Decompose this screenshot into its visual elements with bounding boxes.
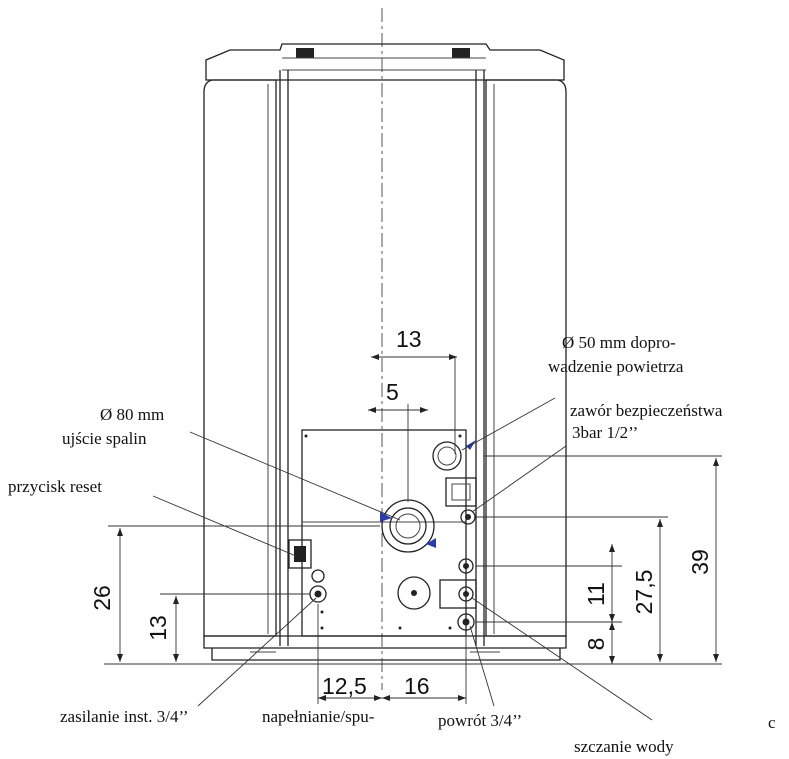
- return-label: powrót 3/4’’: [438, 711, 522, 730]
- supply-connectors: [309, 569, 327, 603]
- dimension-flue-5: [368, 404, 428, 502]
- dim-5: 5: [386, 379, 399, 405]
- fill-label: napełnianie/spu-: [262, 707, 375, 726]
- dim-13-left: 13: [145, 615, 171, 641]
- left-side-panel: [203, 79, 277, 637]
- dimension-left-13: [160, 593, 310, 662]
- safety-valve-label-2: 3bar 1/2’’: [572, 423, 638, 442]
- center-frame: [279, 70, 485, 646]
- dim-39: 39: [687, 549, 713, 575]
- air-inlet-pipe: [432, 440, 476, 471]
- dim-26: 26: [89, 585, 115, 611]
- stove-base: [203, 635, 567, 661]
- dim-11: 11: [583, 582, 609, 606]
- flue-label-2: ujście spalin: [62, 429, 147, 448]
- safety-valve-label-1: zawór bezpieczeństwa: [570, 401, 723, 420]
- reset-button-symbol: [288, 539, 312, 569]
- dim-13-top: 13: [396, 326, 422, 352]
- safety-valve: [445, 477, 477, 525]
- return-connectors: [457, 558, 475, 631]
- drain-valve: [439, 579, 477, 609]
- stove-top-cap: [205, 43, 565, 81]
- dim-27-5: 27,5: [631, 570, 657, 615]
- supply-label: zasilanie inst. 3/4’’: [60, 707, 189, 726]
- inspection-window: [397, 576, 431, 610]
- leader-lines: [152, 397, 653, 721]
- dim-12-5: 12,5: [322, 673, 367, 699]
- dim-8: 8: [583, 638, 609, 651]
- dimension-bottom: [317, 604, 467, 704]
- flue-label-1: Ø 80 mm: [100, 405, 164, 424]
- dimension-left-26: [108, 525, 380, 662]
- rear-plate: [301, 429, 467, 637]
- air-inlet-label-2: wadzenie powietrza: [548, 357, 684, 376]
- dimension-top-13: [371, 354, 457, 454]
- drain-label: szczanie wody: [574, 737, 674, 756]
- right-side-panel: [485, 79, 567, 637]
- reset-label: przycisk reset: [8, 477, 102, 496]
- dimension-right-8: [476, 621, 622, 664]
- edge-mark: c: [768, 713, 776, 732]
- dimension-right-27-5: [476, 516, 668, 662]
- dimension-right-39: [484, 455, 722, 662]
- flue-outlet-pipe: [380, 499, 436, 553]
- dim-16: 16: [404, 673, 430, 699]
- air-inlet-label-1: Ø 50 mm dopro-: [562, 333, 676, 352]
- dimension-right-11: [476, 544, 622, 664]
